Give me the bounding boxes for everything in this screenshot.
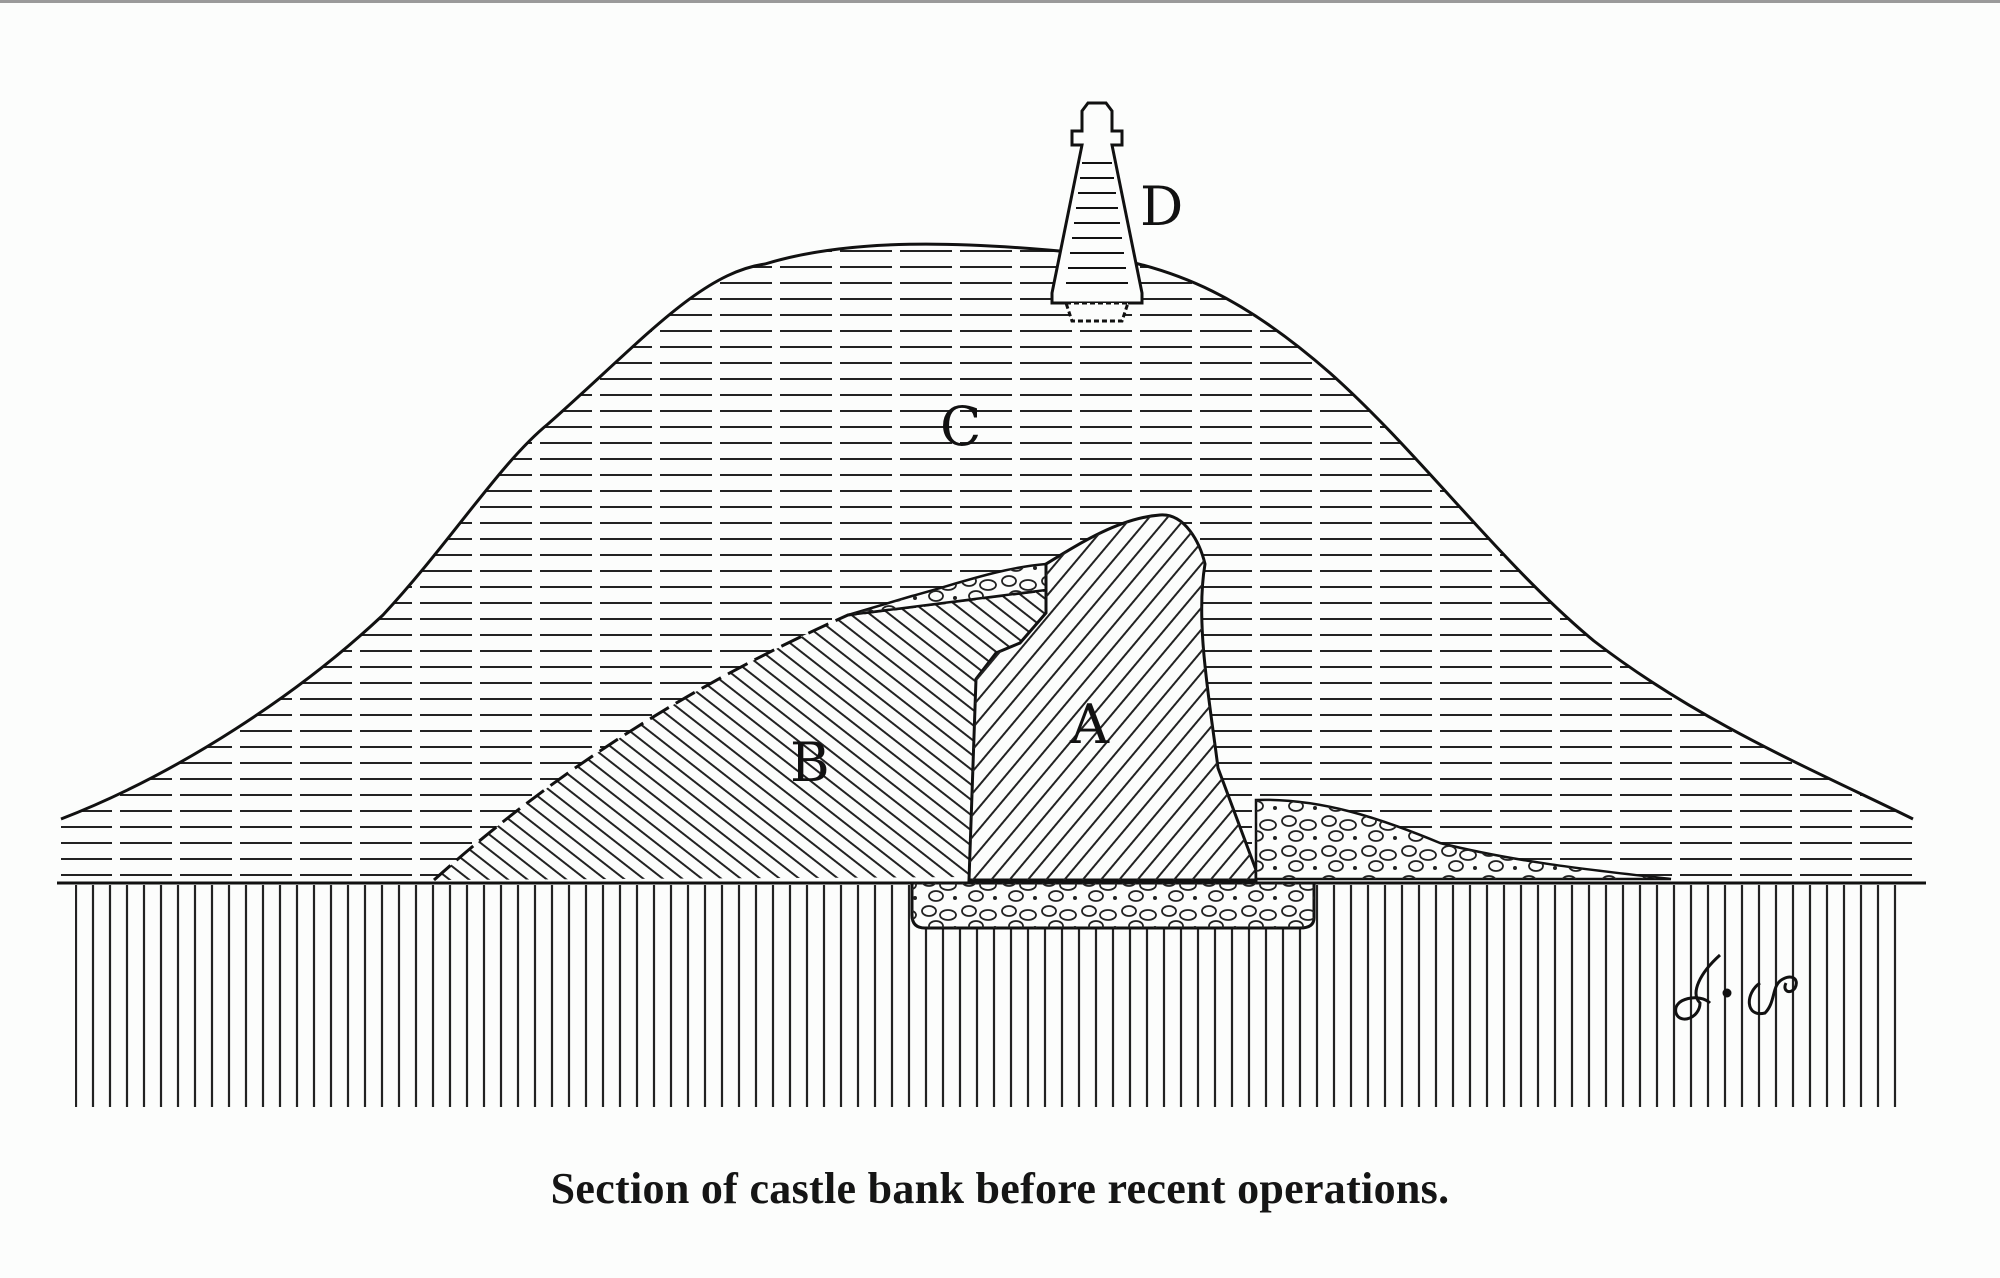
mound-c xyxy=(60,242,1914,884)
label-b: B xyxy=(790,731,830,794)
tower-d xyxy=(1050,101,1144,323)
section-a xyxy=(967,513,1258,882)
label-a: A xyxy=(1069,693,1110,756)
signature xyxy=(1674,953,1798,1021)
section-b xyxy=(432,588,1047,882)
figure-caption: Section of castle bank before recent ope… xyxy=(550,1164,1450,1213)
label-d: D xyxy=(1140,175,1183,238)
section-diagram: D C A B xyxy=(57,101,1926,1107)
label-c: C xyxy=(940,395,981,458)
